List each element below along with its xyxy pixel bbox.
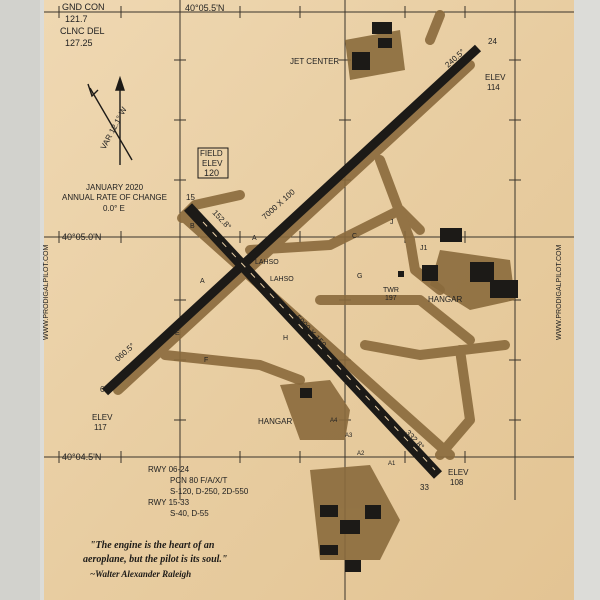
elev-sw-label: ELEV <box>92 413 113 422</box>
elev-se-label: ELEV <box>448 468 469 477</box>
apron-south <box>310 465 400 560</box>
south-building-5 <box>320 545 338 555</box>
buildings <box>300 22 518 572</box>
rwy-info-line-3: S-120, D-250, 2D-550 <box>170 487 249 496</box>
taxiway-letter-a2: A2 <box>357 451 365 457</box>
website-right: WWW.PRODIGALPILOT.COM <box>556 245 563 340</box>
field-elev-value: 120 <box>204 168 219 178</box>
runway-number-6: 6 <box>100 385 105 394</box>
quote: "The engine is the heart of an aeroplane… <box>83 540 227 579</box>
website-left: WWW.PRODIGALPILOT.COM <box>43 245 50 340</box>
hangar-east-label: HANGAR <box>428 295 462 304</box>
tower-value: 197 <box>385 295 397 302</box>
tower-marker <box>398 271 404 277</box>
south-building-2 <box>340 520 360 534</box>
taxiway-letter-f: F <box>204 357 208 364</box>
rwy-info-line-5: S-40, D-55 <box>170 509 209 518</box>
lahso-label-1: LAHSO <box>255 259 279 266</box>
latitude-top: 40°05.5'N <box>185 3 224 13</box>
elev-ne-value: 114 <box>487 83 500 92</box>
taxiway-f <box>160 350 305 385</box>
jet-center-building-2 <box>378 38 392 48</box>
magnetic-date: JANUARY 2020 <box>86 183 144 192</box>
east-building <box>440 228 462 242</box>
quote-line-1: "The engine is the heart of an <box>90 540 215 551</box>
gnd-con-label: GND CON <box>62 2 105 12</box>
taxiway-letter-j: J <box>390 219 394 226</box>
taxiway-letter-g: G <box>357 273 362 280</box>
taxiway-letter-h: H <box>283 335 288 342</box>
wall-shadow <box>0 0 40 600</box>
taxiway-letters: A A B C G J H F E J1 A1 A2 A3 A4 <box>175 219 428 467</box>
jet-center-label: JET CENTER <box>290 57 339 66</box>
latitude-middle: 40°05.0'N <box>62 232 101 242</box>
runway-06-24 <box>101 44 482 396</box>
magnetic-rate-label: ANNUAL RATE OF CHANGE <box>62 193 167 202</box>
quote-attribution: ~Walter Alexander Raleigh <box>90 569 191 579</box>
taxiway-letter-a-2: A <box>200 278 205 285</box>
taxiway-letter-j1: J1 <box>420 245 428 252</box>
apron-west-hangar <box>280 380 350 440</box>
south-building-1 <box>320 505 338 517</box>
south-building-3 <box>365 505 381 519</box>
jet-center-building <box>372 22 392 34</box>
runway-15-33-centerline <box>202 221 436 471</box>
taxiway-letter-a1: A1 <box>388 461 396 467</box>
jet-center-hangar <box>352 52 370 70</box>
tower-label: TWR <box>383 287 399 294</box>
taxiway-letter-a3: A3 <box>345 433 353 439</box>
taxiway-north-spur <box>425 10 445 45</box>
taxiway-letter-a: A <box>252 235 257 242</box>
latitude-bottom: 40°04.5'N <box>62 452 101 462</box>
taxiway-h <box>360 340 510 360</box>
lahso-label-2: LAHSO <box>270 276 294 283</box>
quote-line-2: aeroplane, but the pilot is its soul." <box>83 554 227 565</box>
magnetic-rate-value: 0.0° E <box>103 204 125 213</box>
rwy-info-line-4: RWY 15-33 <box>148 498 190 507</box>
taxiway-letter-a4: A4 <box>330 418 338 424</box>
taxiway-letter-c: C <box>352 233 357 240</box>
elev-ne-label: ELEV <box>485 73 506 82</box>
south-building-4 <box>345 560 361 572</box>
clnc-del-label: CLNC DEL <box>60 26 105 36</box>
east-hangar-3 <box>490 280 518 298</box>
taxiway-b <box>177 190 245 223</box>
field-elev-label: ELEV <box>202 159 223 168</box>
taxiway-c <box>245 205 425 255</box>
rwy-info-line-2: PCN 80 F/A/X/T <box>170 476 227 485</box>
field-label: FIELD <box>200 149 223 158</box>
taxiway-connector-north <box>375 155 415 245</box>
field-elev-box <box>197 147 229 179</box>
hangar-west-label: HANGAR <box>258 417 292 426</box>
elev-se-value: 108 <box>450 478 464 487</box>
gnd-con-freq: 121.7 <box>65 14 88 24</box>
runway-number-33: 33 <box>420 483 429 492</box>
east-hangar-1 <box>422 265 438 281</box>
north-arrow <box>87 75 133 165</box>
rwy-info-line-1: RWY 06-24 <box>148 465 190 474</box>
clnc-del-freq: 127.25 <box>65 38 93 48</box>
west-hangar-building <box>300 388 312 398</box>
taxiway-letter-b: B <box>190 223 195 230</box>
runway-15-33 <box>183 203 443 479</box>
taxiway-e <box>435 345 475 460</box>
east-hangar-2 <box>470 262 494 282</box>
runway-number-15: 15 <box>186 193 195 202</box>
taxiway-letter-e: E <box>175 330 180 337</box>
taxiway-a <box>113 60 475 395</box>
elev-sw-value: 117 <box>94 423 107 432</box>
runway-number-24: 24 <box>488 37 497 46</box>
runways <box>101 44 482 479</box>
taxiway-g <box>315 295 475 345</box>
